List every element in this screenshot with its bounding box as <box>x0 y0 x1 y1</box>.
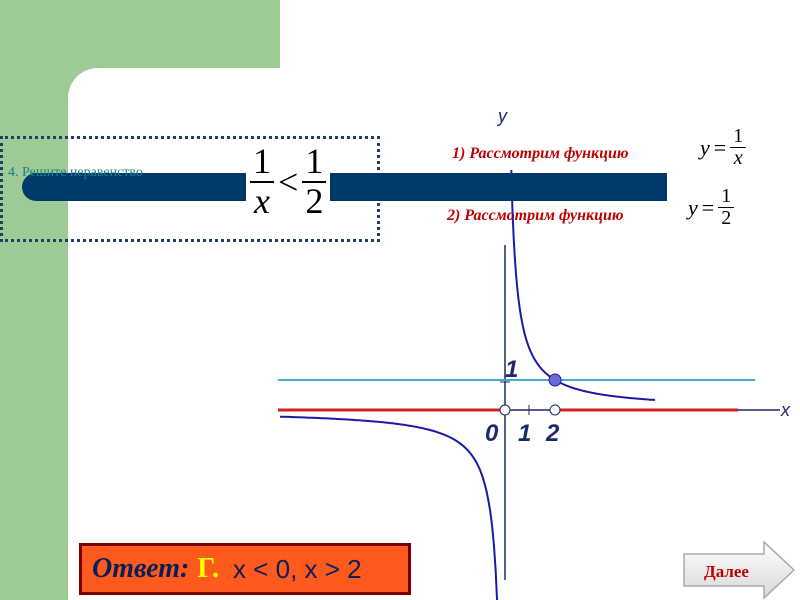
step-1-text: 1) Рассмотрим функцию <box>452 145 629 162</box>
formula-1-eq: = <box>713 134 727 160</box>
hyperbola-branch-negative <box>280 415 499 600</box>
answer-letter: Г. <box>197 553 219 584</box>
formula-2-lhs: y <box>688 194 698 220</box>
rhs-denominator: 2 <box>305 181 324 221</box>
formula-2-numerator: 1 <box>718 186 735 208</box>
title-bar <box>22 173 667 201</box>
formula-1-fraction: 1 x <box>730 126 747 169</box>
inequality: 1 x < 1 2 <box>246 140 331 224</box>
answer-condition: x < 0, x > 2 <box>233 553 362 584</box>
x-tick-label-1: 1 <box>518 420 532 447</box>
rhs-fraction: 1 2 <box>302 142 327 221</box>
rhs-numerator: 1 <box>302 142 327 183</box>
less-than-sign: < <box>278 162 299 202</box>
step-2-formula: y = 1 2 <box>688 186 735 229</box>
arrow-right-icon <box>683 540 796 600</box>
y-tick-label-1: 1 <box>505 356 519 383</box>
formula-1-denominator: x <box>733 147 743 169</box>
step-2-text: 2) Рассмотрим функцию <box>447 207 624 224</box>
lhs-denominator: x <box>254 181 270 221</box>
next-button[interactable]: Далее <box>680 540 798 600</box>
step-1-formula: y = 1 x <box>700 126 747 169</box>
lhs-fraction: 1 x <box>250 142 274 221</box>
intersection-point <box>548 373 562 387</box>
hyperbola-branch-positive <box>510 169 656 401</box>
origin-label: 0 <box>485 420 499 447</box>
formula-1-numerator: 1 <box>730 126 747 148</box>
formula-2-fraction: 1 2 <box>718 186 735 229</box>
x-tick-label-2: 2 <box>546 420 560 447</box>
lhs-numerator: 1 <box>250 142 274 183</box>
formula-2-denominator: 2 <box>721 207 732 229</box>
y-axis-label: y <box>498 106 507 126</box>
answer-label: Ответ: <box>92 553 190 584</box>
answer-box: Ответ: Г. x < 0, x > 2 <box>79 543 411 595</box>
x-axis-label: x <box>781 400 790 420</box>
next-button-label: Далее <box>704 562 749 581</box>
content-panel <box>68 68 800 600</box>
formula-2-eq: = <box>701 194 715 220</box>
x2-open-point <box>549 404 561 416</box>
formula-1-lhs: y <box>700 134 710 160</box>
origin-open-point <box>499 404 511 416</box>
task-label: 4. Решите неравенство <box>8 165 143 180</box>
